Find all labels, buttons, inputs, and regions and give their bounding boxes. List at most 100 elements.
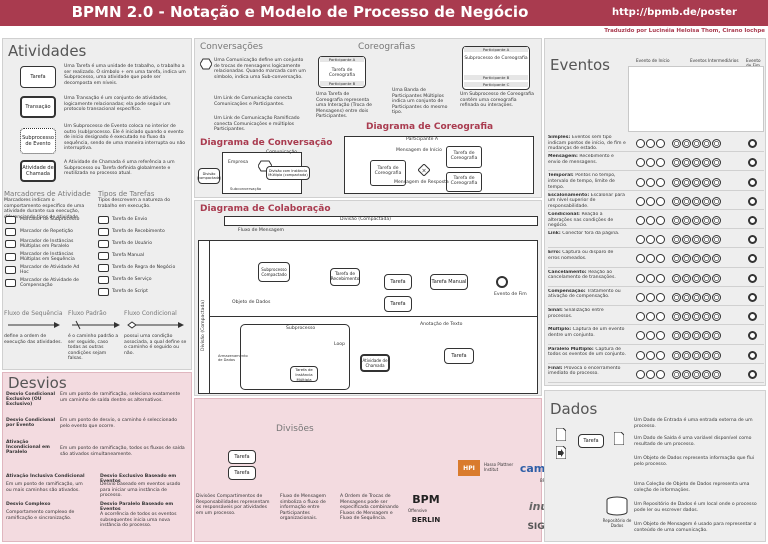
event-symbol-icon	[692, 369, 701, 379]
event-symbol-icon	[682, 196, 691, 206]
poster-url[interactable]: http://bpmb.de/poster	[612, 7, 737, 18]
event-symbol-icon	[692, 177, 701, 187]
choreography-diagram	[344, 136, 534, 194]
script-task-icon	[98, 288, 109, 296]
event-symbol-icon	[682, 331, 691, 341]
inclusive-gateway-title: Ativação Inclusiva Condicional	[6, 474, 85, 479]
event-symbol-icon	[702, 312, 711, 322]
event-symbol-icon	[692, 216, 701, 226]
event-symbol-icon	[636, 312, 645, 322]
event-symbol-icon	[672, 158, 681, 168]
events-title: Eventos	[550, 56, 610, 74]
event-row-title: Condicional:	[548, 211, 582, 217]
data-object-text: Um Objeto de Dados representa informação…	[634, 456, 755, 467]
event-row-text: Cancelamento: Reação ao cancelamento de …	[548, 270, 626, 287]
marker-label: Marcador de Atividade Ad Hoc	[20, 265, 80, 275]
start-event-column-header: Evento de Início	[636, 58, 670, 63]
event-symbol-icon	[692, 254, 701, 264]
event-symbol-icon	[656, 350, 665, 360]
task-types-description: Tipos descrevem a natureza do trabalho e…	[98, 198, 171, 209]
sequence-flow-text: define a ordem de execução das atividade…	[4, 334, 62, 345]
event-symbol-icon	[712, 177, 721, 187]
event-row-description: Reação a alterações nas condições de neg…	[548, 211, 614, 229]
event-symbol-icon	[636, 235, 645, 245]
event-row-description: Pontos no tempo, intervalo de tempo, lim…	[548, 173, 616, 190]
event-row-description: Conector fora da página.	[562, 231, 620, 237]
event-symbol-icon	[682, 292, 691, 302]
message-order-description: A Ordem de Trocas de Mensagens pode ser …	[340, 494, 399, 522]
choreography-task-node	[370, 160, 406, 186]
poster-title: BPMN 2.0 - Notação e Modelo de Processo …	[71, 3, 529, 21]
business-rule-task-icon	[98, 264, 109, 272]
message-object-text: Um Objeto de Mensagem é usado para repre…	[634, 522, 757, 533]
sequential-mi-marker-icon	[5, 253, 16, 261]
event-row-description: Captura ou disparo de erros nomeados.	[548, 250, 614, 261]
event-symbol-icon	[656, 292, 665, 302]
berlin-logo: BERLIN	[411, 516, 441, 524]
event-symbol-icon	[636, 350, 645, 360]
data-collection-text: Uma Coleção de Objeto de Dados represent…	[634, 482, 750, 493]
event-row: Escalonamento: Escalonar para um nível s…	[548, 192, 764, 210]
marker-label: Marcador de Atividade de Compensação	[20, 278, 79, 288]
default-flow-title: Fluxo Padrão	[68, 310, 107, 317]
marker-label: Marcador de Repetição	[20, 229, 73, 234]
event-symbol-icon	[636, 216, 645, 226]
receive-task-shape: Tarefa de Recebimento	[330, 268, 360, 286]
user-task-icon	[98, 240, 109, 248]
event-row-description: Tratamento ou ativação de compensação.	[548, 288, 621, 300]
event-symbol-icon	[672, 254, 681, 264]
event-symbol-icon	[656, 312, 665, 322]
hpi-sub-logo: Hasso Plattner Institut	[484, 462, 514, 472]
exclusive-gateway-text: Em um ponto de ramificação, seleciona ex…	[60, 392, 181, 403]
data-object-label: Objeto de Dados	[232, 300, 271, 305]
event-symbol-icon	[712, 158, 721, 168]
data-input-text: Um Dado de Entrada é uma entrada externa…	[634, 418, 753, 429]
choreography-task-node-lower	[446, 172, 482, 192]
marker-label: Marcador de Instâncias Múltiplas em Para…	[20, 239, 74, 249]
adhoc-marker-icon	[5, 266, 16, 274]
subconversation-label: Subconversação	[230, 186, 262, 191]
conditional-flow-title: Fluxo Condicional	[124, 310, 177, 317]
event-row: Condicional: Reação a alterações nas con…	[548, 211, 764, 230]
exclusive-gateway-icon: ×	[418, 164, 430, 176]
event-symbol-icon	[656, 369, 665, 379]
event-symbol-icon	[702, 350, 711, 360]
event-symbol-icon	[672, 273, 681, 283]
event-symbol-icon	[692, 139, 701, 149]
participant-band: Participante B	[464, 75, 528, 80]
message-flow-description: Fluxo de Mensagem simboliza o fluxo de i…	[280, 494, 327, 522]
communication-label: Comunicação	[266, 150, 298, 155]
event-symbol-icon	[702, 216, 711, 226]
call-activity-node: Atividade de Chamada	[360, 354, 390, 372]
default-flow-text: é o caminho padrão a ser seguido, caso t…	[68, 334, 119, 362]
intermediate-column-header: Eventos Intermediários	[690, 58, 739, 63]
forked-link-text: Um Link de Comunicação Ramificado conect…	[214, 116, 300, 133]
event-symbol-icon	[646, 235, 655, 245]
event-symbol-icon	[692, 312, 701, 322]
participant-band: Participante A	[320, 57, 364, 62]
end-event-column-header: Evento de Fim	[746, 58, 761, 68]
event-symbol-icon	[646, 196, 655, 206]
event-symbol-icon	[712, 254, 721, 264]
event-row-description: Escalonar para um nível superior de resp…	[548, 192, 625, 209]
collaboration-title: Diagrama de Colaboração	[200, 204, 331, 214]
event-symbol-icon	[646, 254, 655, 264]
receive-task-icon	[98, 228, 109, 236]
event-symbol-icon	[712, 216, 721, 226]
event-row-text: Link: Conector fora da página.	[548, 231, 626, 248]
event-symbol-icon	[682, 254, 691, 264]
header-bar	[0, 0, 768, 26]
event-gateway-text: Em um ponto de desvio, o caminho é selec…	[60, 418, 178, 429]
event-based-parallel-text: A ocorrência de todos os eventos subsequ…	[100, 512, 177, 529]
event-symbol-icon	[712, 235, 721, 245]
event-subprocess-description: Um Subprocesso de Evento coloca no inter…	[64, 124, 186, 152]
event-symbol-icon	[702, 254, 711, 264]
data-title: Dados	[550, 400, 598, 418]
event-symbol-icon	[682, 369, 691, 379]
event-symbol-icon	[712, 312, 721, 322]
event-symbol-icon	[656, 254, 665, 264]
multi-instance-task-shape: Tarefa de Instância Múltipla	[290, 366, 318, 382]
event-row: Mensagem: Recebimento e envio de mensage…	[548, 153, 764, 172]
event-symbol-icon	[636, 273, 645, 283]
pool-task-shape: Tarefa	[228, 466, 256, 480]
